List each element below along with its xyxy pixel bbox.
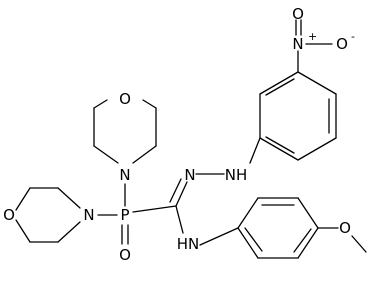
charge-minus: - (351, 30, 355, 43)
bond-o-methyl (351, 235, 367, 253)
atom-methoxy-o: O (339, 219, 351, 237)
atom-morph2-n: N (83, 206, 94, 224)
methoxyphenyl-ring (237, 197, 319, 259)
atom-morph2-o: O (3, 206, 15, 224)
nitrophenyl-ring (259, 71, 337, 161)
atom-phosphoryl-o: O (119, 246, 131, 264)
atom-amide-hn: HN (177, 235, 200, 253)
bond-hn-ring (199, 227, 239, 246)
atom-imine-n: N (184, 166, 195, 184)
bond-c-hn (175, 205, 184, 234)
bond-c-n-a (175, 181, 188, 207)
bond-c-n-b (169, 178, 182, 203)
atom-nitro-n: N (292, 35, 303, 53)
atom-morph1-o: O (119, 90, 131, 108)
bond-p-c (132, 205, 177, 213)
atom-hydrazine-nh: NH (225, 166, 248, 184)
atom-morph1-n: N (119, 166, 130, 184)
bond-ring-nh (249, 137, 261, 164)
morpholine-ring-2 (15, 187, 81, 243)
atom-phosphorus: P (120, 206, 129, 224)
morpholine-ring-1 (93, 99, 157, 164)
charge-plus: + (308, 30, 317, 43)
atom-nitro-o-top: O (292, 5, 304, 23)
atom-nitro-o-right: O (336, 35, 348, 53)
